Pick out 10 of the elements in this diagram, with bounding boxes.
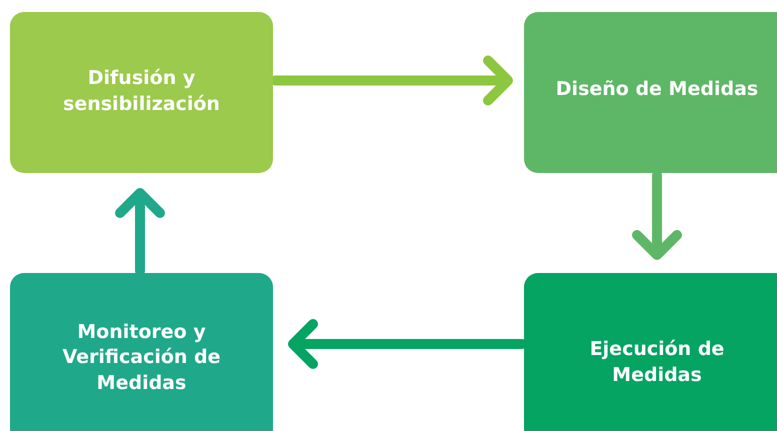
arrow xyxy=(115,188,165,276)
process-box xyxy=(10,273,273,431)
box-label: Diseño de Medidas xyxy=(556,76,758,102)
process-box xyxy=(524,12,777,173)
process-box xyxy=(524,273,777,431)
arrow xyxy=(632,170,682,260)
box-label: Ejecución de Medidas xyxy=(588,337,726,388)
box-label: Monitoreo y Verificación de Medidas xyxy=(61,320,222,396)
process-box xyxy=(10,12,273,173)
box-label: Difusión y sensibilización xyxy=(62,66,221,116)
